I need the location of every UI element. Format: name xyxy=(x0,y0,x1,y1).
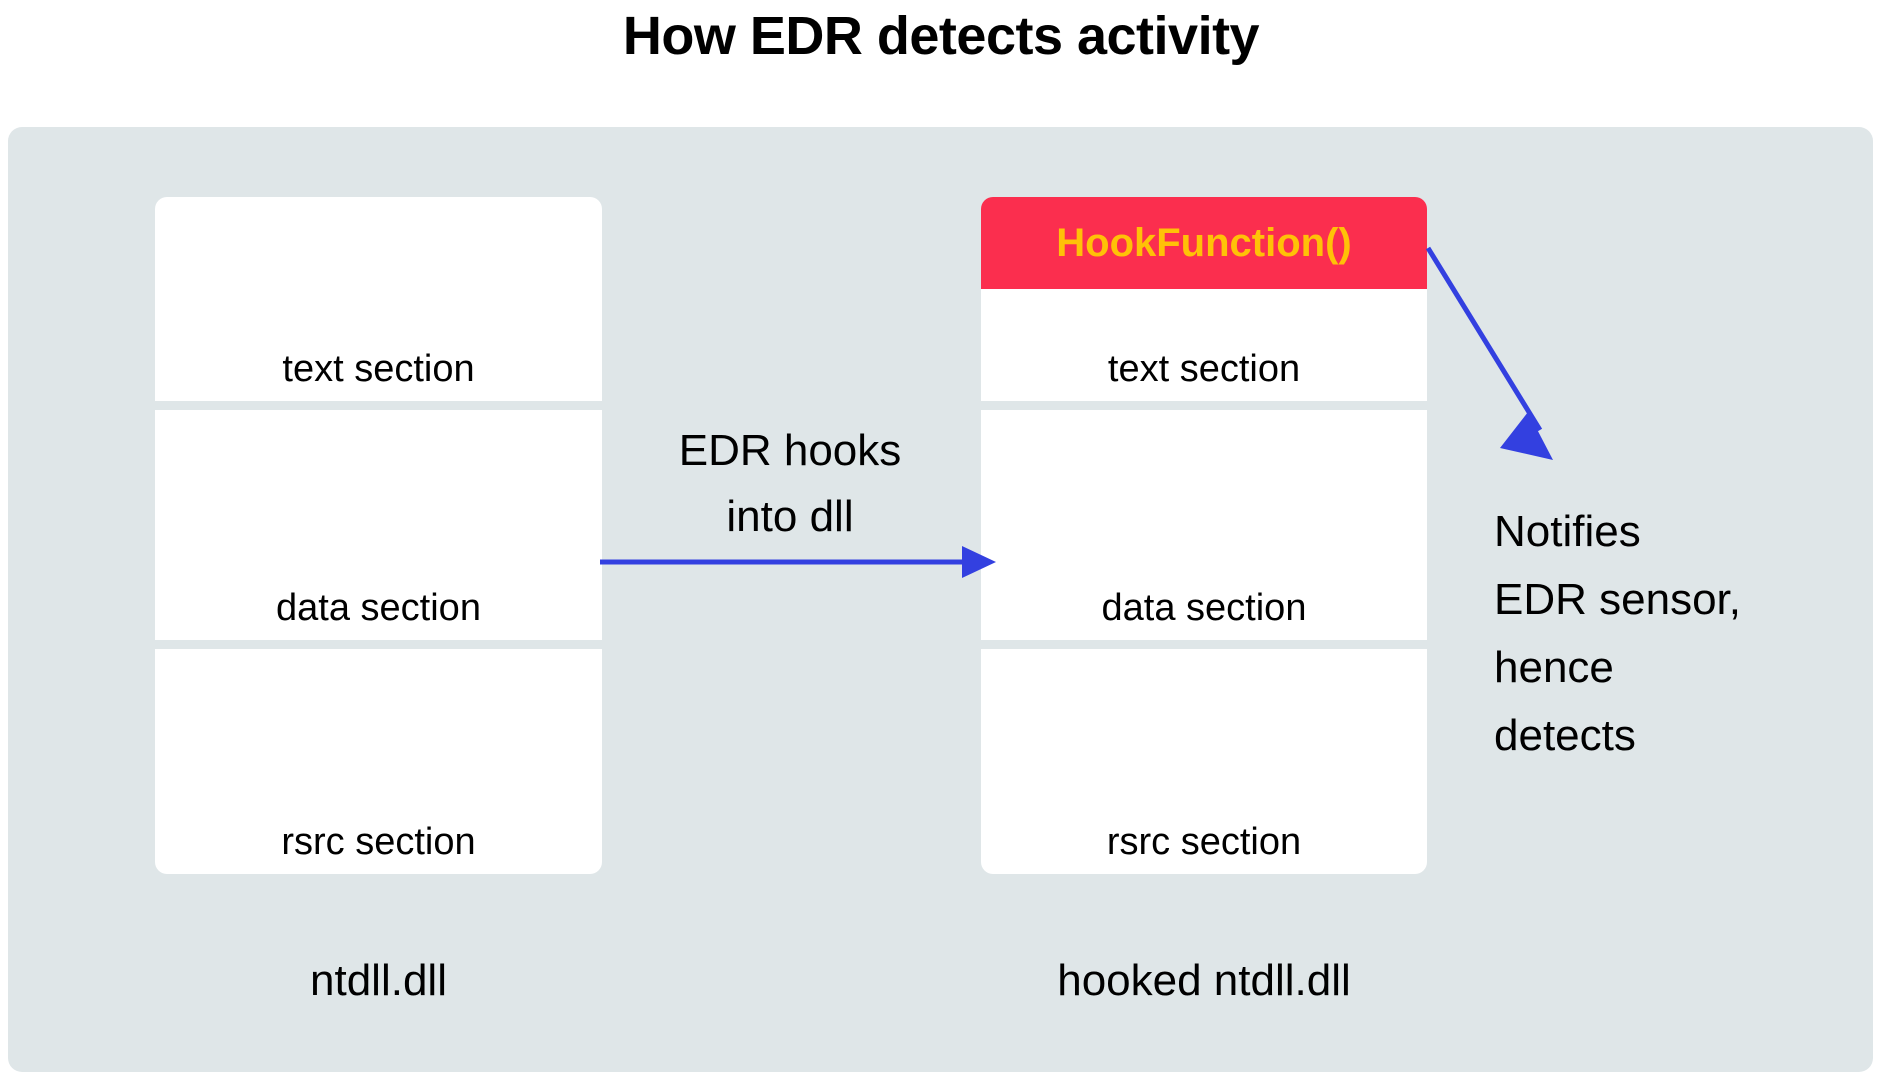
annotation-line-1: EDR hooks xyxy=(678,426,902,475)
annotation-line-2: into dll xyxy=(726,492,854,541)
annotation-line-4: detects xyxy=(1494,711,1636,760)
section-label: rsrc section xyxy=(1106,821,1302,863)
section-hookfunction[interactable]: HookFunction() xyxy=(981,197,1427,289)
section-gap xyxy=(981,401,1427,410)
dll-caption-clean: ntdll.dll xyxy=(310,956,447,1005)
section-rsrc-hooked[interactable]: rsrc section xyxy=(981,649,1427,874)
section-label: data section xyxy=(1101,587,1307,629)
section-label: text section xyxy=(1107,348,1301,390)
annotation-edr-hooks: EDR hooks into dll xyxy=(608,418,972,550)
section-text-hooked[interactable]: text section xyxy=(981,289,1427,401)
annotation-notifies-edr: Notifies EDR sensor, hence detects xyxy=(1494,498,1834,770)
section-text-clean[interactable]: text section xyxy=(155,197,602,401)
section-label: data section xyxy=(276,587,481,629)
section-label: rsrc section xyxy=(281,821,476,863)
section-data-hooked[interactable]: data section xyxy=(981,410,1427,640)
dll-column-clean: text section data section rsrc section xyxy=(155,197,602,874)
annotation-line-2: EDR sensor, xyxy=(1494,575,1741,624)
section-gap xyxy=(155,640,602,649)
dll-column-hooked: HookFunction() text section data section… xyxy=(981,197,1427,874)
section-gap xyxy=(981,640,1427,649)
section-gap xyxy=(155,401,602,410)
section-label: text section xyxy=(282,348,475,390)
annotation-line-1: Notifies xyxy=(1494,507,1641,556)
section-data-clean[interactable]: data section xyxy=(155,410,602,640)
hookfunction-label: HookFunction() xyxy=(1056,221,1352,265)
section-rsrc-clean[interactable]: rsrc section xyxy=(155,649,602,874)
dll-caption-hooked: hooked ntdll.dll xyxy=(1057,956,1351,1005)
annotation-line-3: hence xyxy=(1494,643,1614,692)
page-title: How EDR detects activity xyxy=(622,6,1260,66)
